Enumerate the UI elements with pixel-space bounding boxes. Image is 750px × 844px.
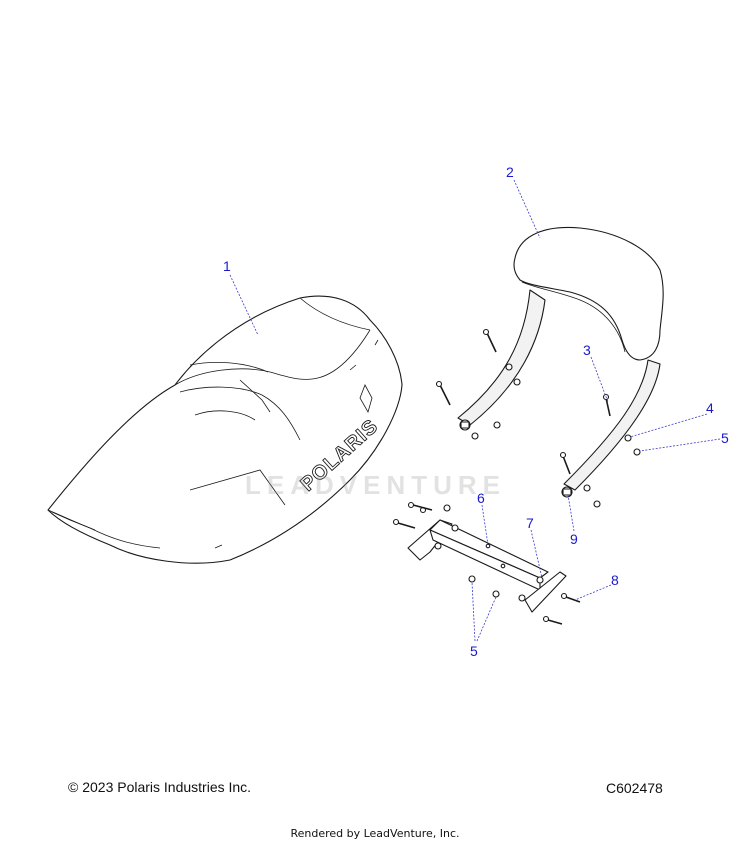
copyright-text: © 2023 Polaris Industries Inc. — [68, 779, 252, 795]
watermark: LEADVENTURE — [245, 470, 507, 500]
callout-9[interactable]: 9 — [570, 531, 578, 547]
leader-lines — [229, 179, 721, 642]
callout-2[interactable]: 2 — [506, 164, 514, 180]
backrest[interactable] — [457, 226, 664, 498]
callout-8[interactable]: 8 — [611, 572, 619, 588]
diagram-code: C602478 — [606, 780, 663, 796]
mounting-bracket[interactable] — [407, 504, 567, 613]
callout-1[interactable]: 1 — [223, 258, 231, 274]
parts-diagram: POLARIS — [47, 164, 729, 659]
callout-5-right[interactable]: 5 — [721, 430, 729, 446]
callouts: 1 2 3 4 5 6 7 8 9 5 — [223, 164, 729, 659]
bracket-hardware[interactable] — [392, 501, 581, 625]
backrest-hardware[interactable] — [435, 328, 641, 508]
seat[interactable]: POLARIS — [47, 295, 403, 564]
callout-7[interactable]: 7 — [526, 515, 534, 531]
callout-6[interactable]: 6 — [477, 490, 485, 506]
callout-3[interactable]: 3 — [583, 342, 591, 358]
callout-4[interactable]: 4 — [706, 400, 714, 416]
rendered-by-text: Rendered by LeadVenture, Inc. — [290, 827, 460, 840]
callout-5-bottom[interactable]: 5 — [470, 643, 478, 659]
